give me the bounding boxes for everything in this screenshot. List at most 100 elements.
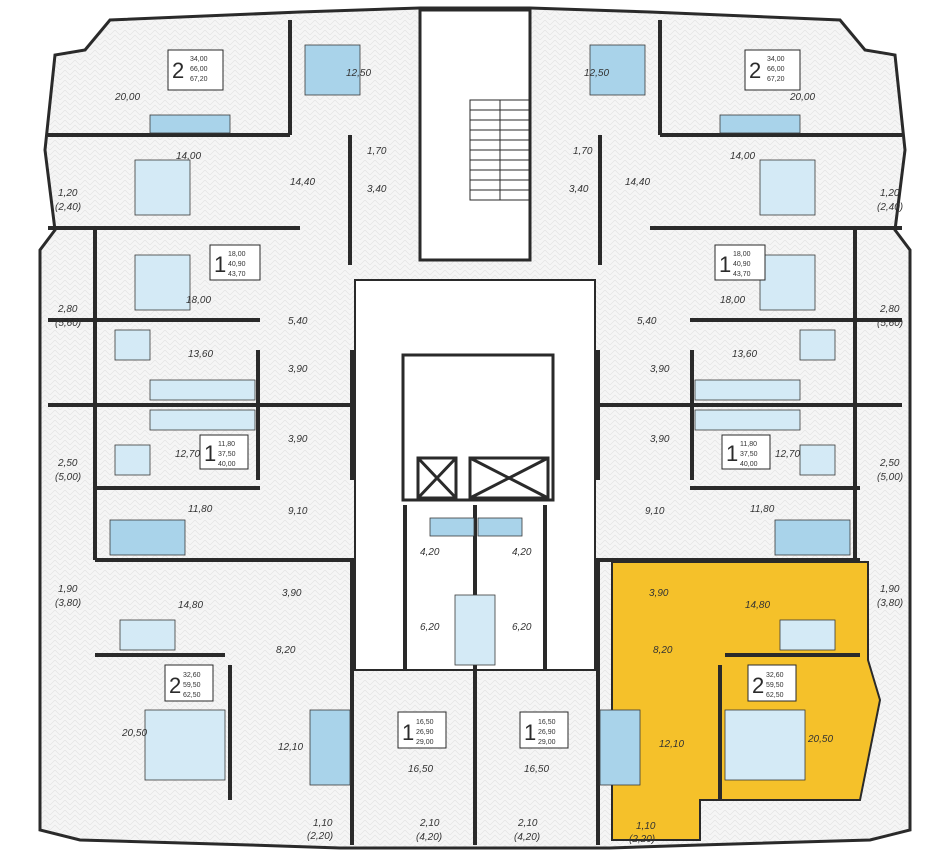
rooms-count: 1 <box>524 720 536 745</box>
room-area: 1,70 <box>573 146 593 157</box>
area-total: 37,50 <box>740 451 758 458</box>
area-living: 18,00 <box>733 251 751 258</box>
room-area: 12,10 <box>659 739 684 750</box>
rooms-count: 2 <box>172 58 184 83</box>
apartment-badge-top-right: 2 34,00 66,00 67,20 <box>744 49 801 91</box>
room-area: 16,50 <box>524 764 549 775</box>
area-total: 59,50 <box>183 682 201 689</box>
apartment-badge-upper-left: 1 18,00 40,90 43,70 <box>209 244 261 281</box>
room-area: (2,40) <box>877 202 903 213</box>
room-area: 20,50 <box>121 728 147 739</box>
room-area: 2,50 <box>879 458 900 469</box>
room-area: 1,20 <box>58 188 78 199</box>
room-area: (2,20) <box>307 831 333 842</box>
area-with-balcony: 29,00 <box>416 739 434 746</box>
apartment-badge-bottom-right: 2 32,60 59,50 62,50 <box>747 664 797 702</box>
rooms-count: 1 <box>214 252 226 277</box>
area-total: 59,50 <box>766 682 784 689</box>
area-with-balcony: 43,70 <box>733 271 751 278</box>
area-total: 66,00 <box>767 66 785 73</box>
room-area: 5,40 <box>637 316 657 327</box>
area-with-balcony: 40,00 <box>740 461 758 468</box>
room-area: 9,10 <box>645 506 665 517</box>
room-area: (3,80) <box>877 598 903 609</box>
room-area: 1,90 <box>880 584 900 595</box>
apartment-badge-top-left: 2 34,00 66,00 67,20 <box>167 49 224 91</box>
room-area: 12,50 <box>584 68 609 79</box>
room-area: 1,90 <box>58 584 78 595</box>
room-area: 16,50 <box>408 764 433 775</box>
room-area: 4,20 <box>512 547 532 558</box>
room-area: (2,40) <box>55 202 81 213</box>
area-with-balcony: 62,50 <box>183 692 201 699</box>
rooms-count: 2 <box>749 58 761 83</box>
room-area: (2,20) <box>629 834 655 845</box>
apartment-badge-bottom-center-right: 1 16,50 26,90 29,00 <box>519 711 569 749</box>
area-total: 37,50 <box>218 451 236 458</box>
room-area: 4,20 <box>420 547 440 558</box>
room-area: 14,40 <box>625 177 650 188</box>
room-area: (5,60) <box>877 318 903 329</box>
room-area: 12,70 <box>175 449 200 460</box>
room-area: (5,60) <box>55 318 81 329</box>
room-area: 20,00 <box>789 92 815 103</box>
room-area: 9,10 <box>288 506 308 517</box>
rooms-count: 1 <box>726 441 738 466</box>
room-area: 14,00 <box>730 151 755 162</box>
rooms-count: 1 <box>402 720 414 745</box>
area-total: 40,90 <box>228 261 246 268</box>
area-with-balcony: 67,20 <box>767 76 785 83</box>
area-total: 66,00 <box>190 66 208 73</box>
room-area: 14,00 <box>176 151 201 162</box>
room-area: 1,10 <box>313 818 333 829</box>
room-area: 14,80 <box>745 600 770 611</box>
room-area: 3,90 <box>282 588 302 599</box>
room-area: (5,00) <box>877 472 903 483</box>
area-living: 11,80 <box>740 441 757 448</box>
room-area: 12,10 <box>278 742 303 753</box>
rooms-count: 2 <box>169 673 181 698</box>
room-area: 1,70 <box>367 146 387 157</box>
room-area: 12,70 <box>775 449 800 460</box>
apartment-badge-upper-right: 1 18,00 40,90 43,70 <box>714 244 766 281</box>
room-area: 11,80 <box>188 504 213 515</box>
room-area: 3,90 <box>650 364 670 375</box>
room-area: 2,80 <box>879 304 900 315</box>
room-area: 14,40 <box>290 177 315 188</box>
room-area: 1,10 <box>636 821 656 832</box>
area-total: 26,90 <box>538 729 556 736</box>
room-area: 2,80 <box>57 304 78 315</box>
area-living: 34,00 <box>190 56 208 63</box>
area-with-balcony: 62,50 <box>766 692 784 699</box>
area-living: 11,80 <box>218 441 235 448</box>
area-living: 34,00 <box>767 56 785 63</box>
room-area: 18,00 <box>186 295 211 306</box>
area-total: 26,90 <box>416 729 434 736</box>
area-living: 32,60 <box>766 672 784 679</box>
room-area: 18,00 <box>720 295 745 306</box>
area-with-balcony: 67,20 <box>190 76 208 83</box>
rooms-count: 1 <box>719 252 731 277</box>
room-area: 3,90 <box>288 434 308 445</box>
room-area: 2,10 <box>419 818 440 829</box>
room-area: 2,50 <box>57 458 78 469</box>
room-area: 3,40 <box>367 184 387 195</box>
furniture <box>109 44 851 786</box>
apartment-badge-mid-left: 1 11,80 37,50 40,00 <box>199 434 249 470</box>
room-area: (4,20) <box>514 832 540 843</box>
room-area: 13,60 <box>732 349 757 360</box>
room-area: (5,00) <box>55 472 81 483</box>
rooms-count: 1 <box>204 441 216 466</box>
room-area: 14,80 <box>178 600 203 611</box>
room-area: 12,50 <box>346 68 371 79</box>
room-area: 8,20 <box>653 645 673 656</box>
area-living: 16,50 <box>416 719 434 726</box>
room-area: 3,90 <box>288 364 308 375</box>
room-area: 3,90 <box>650 434 670 445</box>
elevator-shafts <box>401 353 555 502</box>
rooms-count: 2 <box>752 673 764 698</box>
area-with-balcony: 29,00 <box>538 739 556 746</box>
stairs <box>469 99 531 201</box>
area-living: 18,00 <box>228 251 246 258</box>
